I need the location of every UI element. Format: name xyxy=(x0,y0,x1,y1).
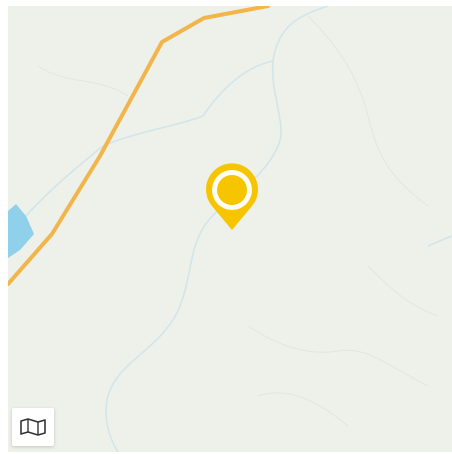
folded-map-icon xyxy=(20,418,46,436)
water-body xyxy=(8,204,34,258)
stream-east xyxy=(427,235,452,247)
road xyxy=(8,6,270,286)
terrain-contours xyxy=(37,15,439,427)
streams xyxy=(25,6,452,452)
stream-branch-west xyxy=(25,145,104,217)
map-type-button[interactable] xyxy=(12,408,54,446)
map-canvas[interactable] xyxy=(8,6,452,452)
stream-branch-north xyxy=(102,60,274,147)
map-layer xyxy=(8,6,452,452)
stream-main xyxy=(105,6,329,452)
location-pin-icon[interactable] xyxy=(206,163,258,230)
